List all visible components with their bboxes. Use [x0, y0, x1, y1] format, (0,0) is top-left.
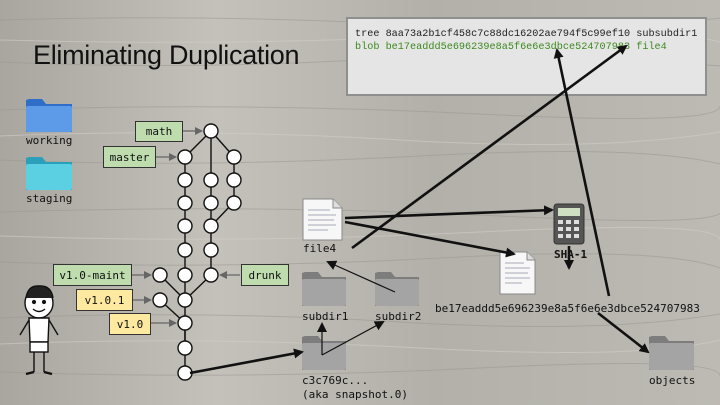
commit-node: [226, 172, 242, 188]
objects-folder-icon[interactable]: [649, 336, 694, 370]
commit-node: [177, 267, 193, 283]
commit-node: [177, 315, 193, 331]
subdir1-label: subdir1: [302, 310, 349, 323]
working-folder-icon[interactable]: [26, 99, 72, 132]
file4-document-icon[interactable]: [302, 198, 343, 241]
tag-v1-0[interactable]: v1.0: [109, 313, 151, 335]
commit-node: [203, 195, 219, 211]
objects-label: objects: [649, 374, 696, 387]
commit-node: [177, 149, 193, 165]
commit-node: [203, 172, 219, 188]
staging-folder-icon[interactable]: [26, 157, 72, 190]
sha1-label: SHA-1: [554, 248, 588, 261]
commit-node: [177, 172, 193, 188]
working-label: working: [26, 134, 73, 147]
tag-v1-0-1[interactable]: v1.0.1: [76, 289, 133, 311]
file4-label: file4: [303, 242, 337, 255]
slide-title: Eliminating Duplication: [33, 40, 300, 70]
subdir2-folder-icon[interactable]: [375, 272, 419, 306]
commit-node: [203, 218, 219, 234]
staging-label: staging: [26, 192, 73, 205]
commit-node: [177, 365, 193, 381]
commit-node: [203, 123, 219, 139]
commit-node: [177, 218, 193, 234]
subdir1-folder-icon[interactable]: [302, 272, 346, 306]
branch-drunk[interactable]: drunk: [241, 264, 289, 286]
commit-graph: [152, 123, 242, 381]
commit-folder-icon[interactable]: [302, 336, 346, 370]
branch-master[interactable]: master: [103, 146, 156, 168]
commit-node: [226, 149, 242, 165]
hash-label: be17eaddd5e696239e8a5f6e6e3dbce524707983: [435, 302, 700, 315]
commit-node: [152, 292, 168, 308]
blob-entry-line: blob be17eaddd5e696239e8a5f6e6e3dbce5247…: [355, 42, 667, 53]
tree-entry-line: tree 8aa73a2b1cf458c7c88dc16202ae794f5c9…: [355, 29, 698, 40]
blob-document-icon[interactable]: [499, 251, 536, 295]
commit-node: [203, 267, 219, 283]
subdir2-label: subdir2: [375, 310, 422, 323]
commit-node: [152, 267, 168, 283]
commit-label: c3c769c...: [302, 374, 369, 387]
commit-node: [177, 242, 193, 258]
commit-node: [203, 242, 219, 258]
stick-figure-icon: [19, 285, 59, 376]
branch-v1-0-maint[interactable]: v1.0-maint: [53, 264, 132, 286]
branch-math[interactable]: math: [135, 121, 183, 142]
commit-alias-label: (aka snapshot.0): [302, 388, 408, 401]
commit-node: [177, 195, 193, 211]
calculator-icon[interactable]: [553, 203, 585, 245]
commit-node: [177, 340, 193, 356]
commit-node: [177, 292, 193, 308]
commit-node: [226, 195, 242, 211]
object-listing: tree 8aa73a2b1cf458c7c88dc16202ae794f5c9…: [346, 17, 707, 96]
